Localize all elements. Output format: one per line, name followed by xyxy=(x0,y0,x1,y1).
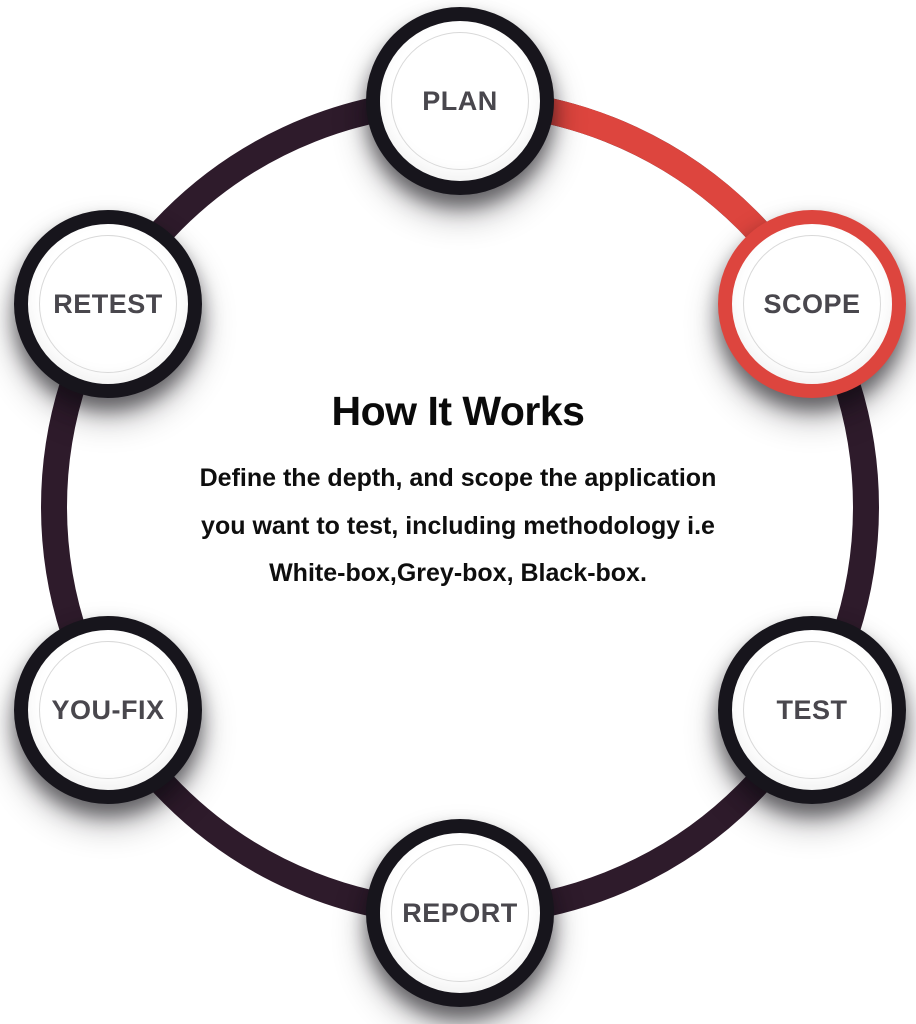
step-description: Define the depth, and scope the applicat… xyxy=(199,464,717,587)
step-node-retest[interactable]: RETEST xyxy=(14,210,202,398)
step-label-plan: PLAN xyxy=(422,85,498,116)
center-text-block: How It Works Define the depth, and scope… xyxy=(168,388,748,598)
step-node-you-fix[interactable]: YOU-FIX xyxy=(14,616,202,804)
step-label-report: REPORT xyxy=(402,897,518,928)
step-node-scope[interactable]: SCOPE xyxy=(718,210,906,398)
step-node-test[interactable]: TEST xyxy=(718,616,906,804)
step-node-report[interactable]: REPORT xyxy=(366,819,554,1007)
step-label-you-fix: YOU-FIX xyxy=(51,694,165,725)
step-node-plan[interactable]: PLAN xyxy=(366,7,554,195)
step-label-retest: RETEST xyxy=(53,288,163,319)
step-label-scope: SCOPE xyxy=(763,288,861,319)
step-label-test: TEST xyxy=(776,694,848,725)
diagram-title: How It Works xyxy=(331,388,585,434)
